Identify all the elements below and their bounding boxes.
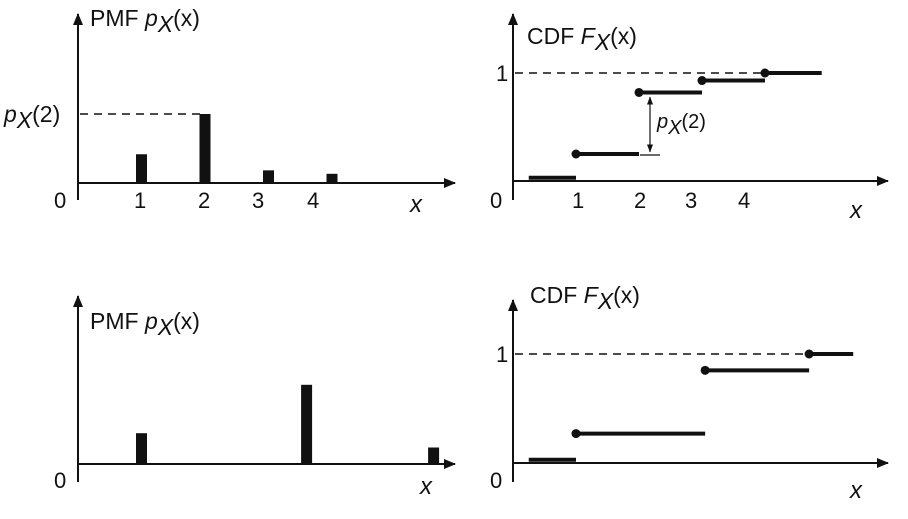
cdf-bottom-steps xyxy=(528,349,854,462)
cdf-bottom-step-4-dot xyxy=(804,349,814,359)
cdf-top-step-4-dot xyxy=(697,76,707,86)
cdf-top-tick-3: 3 xyxy=(685,188,697,213)
pmf-top-title: PMF pX(x) xyxy=(90,5,200,37)
cdf-top-step-2-dot xyxy=(571,149,581,159)
pmf-top-tick-3: 3 xyxy=(252,188,264,213)
cdf-bottom-step-3-dot xyxy=(700,365,710,375)
cdf-top-panel: CDF FX(x) 1 0 x 1 2 3 4 pX(2) xyxy=(490,13,889,224)
pmf-top-bars xyxy=(136,114,338,183)
pmf-bottom-bar-1 xyxy=(136,433,147,464)
cdf-bottom-y-tick-1: 1 xyxy=(496,342,508,367)
cdf-bottom-step-2-dot xyxy=(571,429,581,439)
cdf-top-tick-2: 2 xyxy=(634,188,646,213)
cdf-top-tick-1: 1 xyxy=(572,188,584,213)
cdf-top-title: CDF FX(x) xyxy=(527,23,637,55)
cdf-top-step-3-dot xyxy=(634,87,644,97)
cdf-bottom-x-label: x xyxy=(849,477,863,504)
pmf-top-bar-4 xyxy=(326,173,338,183)
cdf-bottom-title: CDF FX(x) xyxy=(530,282,640,314)
cdf-top-x-label: x xyxy=(849,197,863,224)
cdf-top-steps xyxy=(528,68,822,180)
cdf-top-jump-label: pX(2) xyxy=(656,111,706,139)
cdf-top-step-5-dot xyxy=(760,68,770,78)
pmf-bottom-bars xyxy=(136,384,440,464)
pmf-top-x-label: x xyxy=(409,191,423,218)
pmf-bottom-origin: 0 xyxy=(54,468,66,493)
pmf-top-tick-4: 4 xyxy=(307,188,319,213)
cdf-top-tick-4: 4 xyxy=(738,188,750,213)
pmf-bottom-panel: PMF pX(x) 0 x xyxy=(54,295,456,500)
pmf-top-tick-2: 2 xyxy=(198,188,210,213)
pmf-top-bar-3 xyxy=(263,170,274,183)
pmf-top-panel: PMF pX(x) 0 x 1 2 3 4 pX(2) xyxy=(3,5,456,218)
cdf-top-jump-indicator: pX(2) xyxy=(640,96,706,156)
pmf-bottom-title: PMF pX(x) xyxy=(90,308,200,340)
pmf-bottom-x-label: x xyxy=(419,473,433,500)
pmf-bottom-bar-2 xyxy=(301,384,313,464)
pmf-top-bar-1 xyxy=(136,154,147,183)
pmf-top-bar-2 xyxy=(199,114,211,183)
pmf-top-y-label: pX(2) xyxy=(3,101,60,133)
pmf-bottom-bar-3 xyxy=(428,447,440,464)
pmf-top-tick-1: 1 xyxy=(134,188,146,213)
cdf-bottom-origin: 0 xyxy=(490,468,502,493)
pmf-top-origin: 0 xyxy=(54,188,66,213)
cdf-top-y-tick-1: 1 xyxy=(496,61,508,86)
cdf-bottom-panel: CDF FX(x) 1 0 x xyxy=(490,282,889,504)
cdf-top-origin: 0 xyxy=(490,188,502,213)
